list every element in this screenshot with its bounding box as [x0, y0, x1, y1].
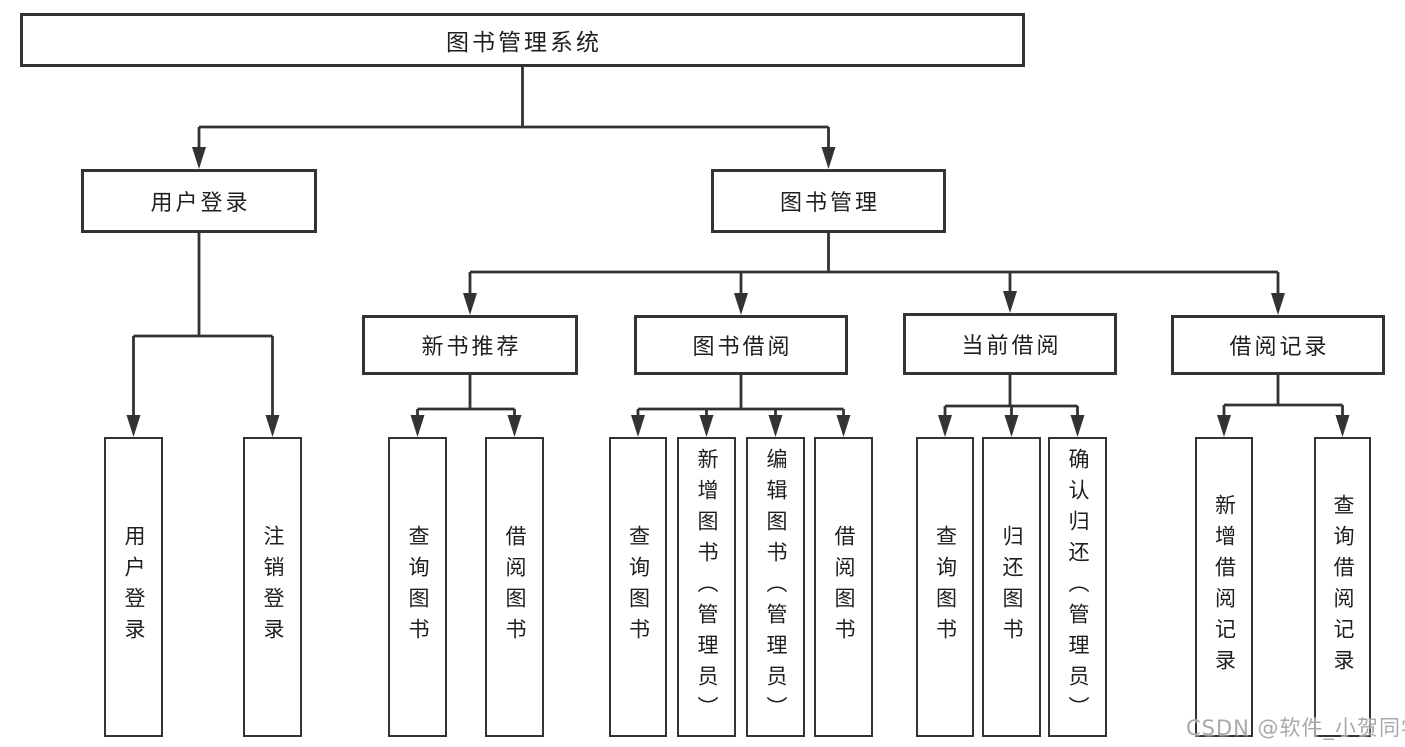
arrowhead-icon — [821, 147, 836, 169]
arrowhead-icon — [1271, 293, 1285, 315]
arrowhead-icon — [410, 415, 425, 437]
node-book-borrow: 图书借阅 — [634, 315, 848, 375]
arrowhead-icon — [836, 415, 851, 437]
arrowhead-icon — [1003, 291, 1017, 313]
node-leaf-borrow-book-1: 借阅图书 — [485, 437, 544, 737]
connector-path — [132, 67, 1344, 415]
arrowhead-icon — [699, 415, 714, 437]
arrowhead-icon — [1335, 415, 1350, 437]
node-borrow-records: 借阅记录 — [1171, 315, 1385, 375]
node-leaf-query-record: 查询借阅记录 — [1314, 437, 1371, 737]
arrowhead-icon — [631, 415, 645, 437]
arrowhead-icon — [507, 415, 522, 437]
node-leaf-borrow-book-2: 借阅图书 — [814, 437, 873, 737]
arrowhead-icon — [1004, 415, 1019, 437]
arrowhead-icon — [1070, 415, 1085, 437]
arrowhead-icon — [126, 415, 141, 437]
node-leaf-logout: 注销登录 — [243, 437, 302, 737]
node-user-login: 用户登录 — [81, 169, 317, 233]
arrowhead-icon — [463, 293, 477, 315]
arrowhead-icon — [938, 415, 952, 437]
node-leaf-query-book-3: 查询图书 — [916, 437, 974, 737]
node-leaf-query-book-2: 查询图书 — [609, 437, 667, 737]
arrowhead-icon — [265, 415, 280, 437]
node-leaf-user-login: 用户登录 — [104, 437, 163, 737]
node-current-borrow: 当前借阅 — [903, 313, 1117, 375]
node-leaf-return-book: 归还图书 — [982, 437, 1041, 737]
node-leaf-edit-book: 编辑图书（管理员） — [746, 437, 805, 737]
node-leaf-add-book: 新增图书（管理员） — [677, 437, 736, 737]
arrowhead-icon — [192, 147, 206, 169]
node-new-book-rec: 新书推荐 — [362, 315, 578, 375]
arrowhead-icon — [734, 293, 748, 315]
arrowhead-icon — [768, 415, 783, 437]
node-book-mgmt: 图书管理 — [711, 169, 946, 233]
node-leaf-query-book-1: 查询图书 — [388, 437, 447, 737]
node-root: 图书管理系统 — [20, 13, 1025, 67]
node-leaf-confirm-return: 确认归还（管理员） — [1048, 437, 1107, 737]
csdn-watermark: CSDN @软件_小贺同学 — [1186, 716, 1405, 740]
node-leaf-add-record: 新增借阅记录 — [1195, 437, 1253, 737]
arrowhead-icon — [1217, 415, 1231, 437]
